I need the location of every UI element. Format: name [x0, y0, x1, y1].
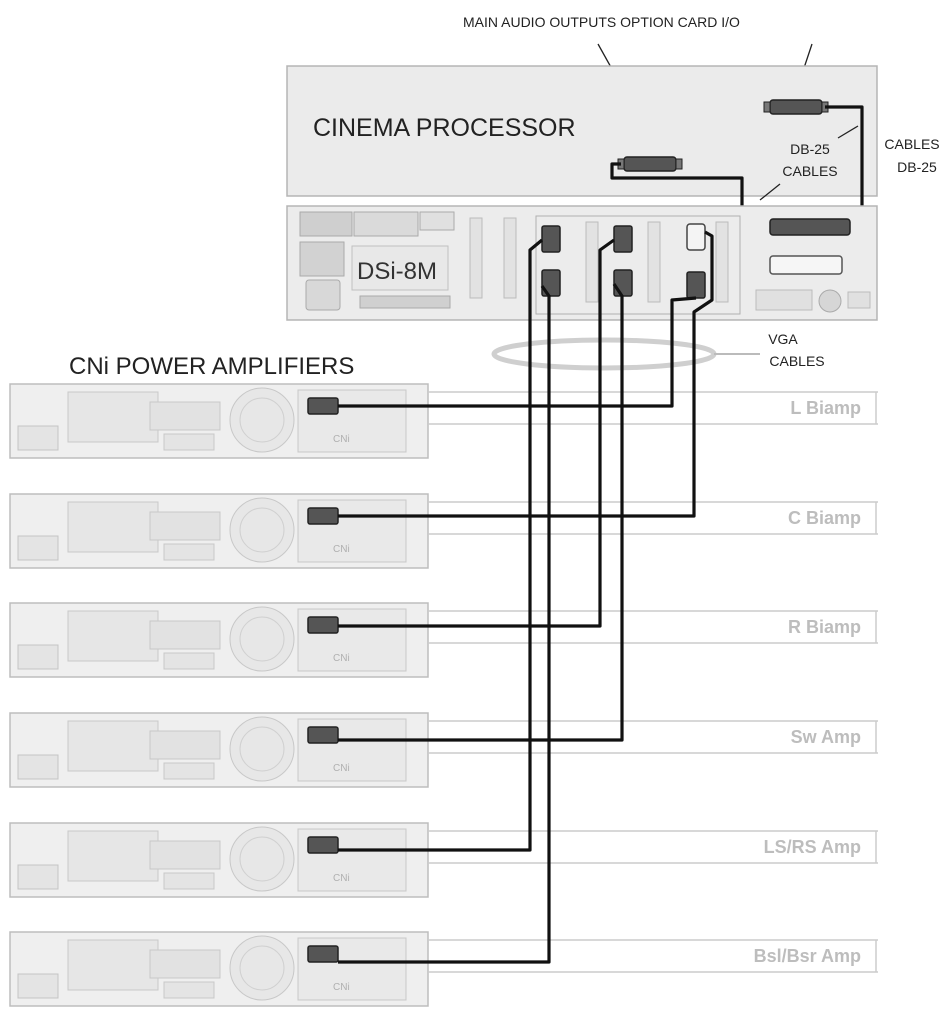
amplifier-row-6: CNi Bsl/Bsr Amp: [9, 931, 878, 1007]
dsi-db25-port-1: [769, 218, 851, 236]
vga-cable-c-biamp: [338, 230, 714, 518]
dsi-8m-model-label: DSi-8M: [357, 258, 437, 285]
amplifier-label: Sw Amp: [791, 727, 861, 747]
vga-cable-bundle-ring: [491, 337, 717, 371]
vga-port-5: [686, 223, 706, 251]
cables-db25-label-line2: DB-25: [897, 159, 937, 175]
dsi-8m-unit: DSi-8M: [286, 205, 878, 321]
vga-cable-ls-rs-amp: [338, 238, 544, 852]
amplifier-row-3: CNi R Biamp: [9, 602, 878, 678]
dsi-db25-port-2: [769, 255, 843, 275]
vga-cable-r-biamp: [338, 238, 615, 628]
db25-cables-label-line2: CABLES: [782, 163, 837, 179]
vga-cable-bsl-bsr-amp: [338, 285, 551, 964]
amplifier-label: LS/RS Amp: [764, 837, 861, 857]
amplifier-row-2: CNi C Biamp: [9, 493, 878, 569]
cinema-processor-chassis: [286, 65, 878, 197]
amplifier-label: Bsl/Bsr Amp: [754, 946, 861, 966]
amplifier-label: L Biamp: [790, 398, 861, 418]
vga-cables-label-line1: VGA: [768, 331, 798, 347]
db25-connector-main-outputs: [617, 156, 683, 172]
amplifier-brand-mark: CNi: [333, 982, 350, 993]
amplifier-row-5: CNi LS/RS Amp: [9, 822, 878, 898]
amplifier-row-4: CNi Sw Amp: [9, 712, 878, 788]
amplifier-brand-mark: CNi: [333, 544, 350, 555]
vga-cables-label-line2: CABLES: [769, 353, 824, 369]
amplifiers-title: CNi POWER AMPLIFIERS: [69, 353, 354, 380]
main-audio-outputs-label: MAIN AUDIO OUTPUTS OPTION CARD I/O: [463, 14, 740, 30]
amplifier-brand-mark: CNi: [333, 873, 350, 884]
cinema-processor: CINEMA PROCESSOR DB-25 CABLES: [286, 65, 878, 201]
amplifier-label: C Biamp: [788, 508, 861, 528]
amplifier-row-1: CNi L Biamp: [9, 383, 878, 459]
pointer-line-db25-cables: [837, 125, 859, 139]
vga-port-6: [686, 271, 706, 299]
vga-port-4: [613, 269, 633, 297]
vga-cable-l-biamp: [338, 296, 697, 408]
db25-cables-label-line1: DB-25: [790, 141, 830, 157]
amplifier-label: R Biamp: [788, 617, 861, 637]
cinema-processor-title: CINEMA PROCESSOR: [313, 114, 576, 142]
pointer-line-db25-cables-2: [759, 183, 781, 201]
vga-port-3: [613, 225, 633, 253]
amplifier-brand-mark: CNi: [333, 763, 350, 774]
cables-db25-label-line1: CABLES: [884, 136, 939, 152]
amplifier-brand-mark: CNi: [333, 434, 350, 445]
vga-cable-sw-amp: [338, 283, 624, 742]
vga-port-2: [541, 269, 561, 297]
vga-port-1: [541, 225, 561, 253]
amplifier-brand-mark: CNi: [333, 653, 350, 664]
db25-connector-option-card: [763, 99, 829, 115]
vga-cable-routing: [338, 230, 714, 964]
